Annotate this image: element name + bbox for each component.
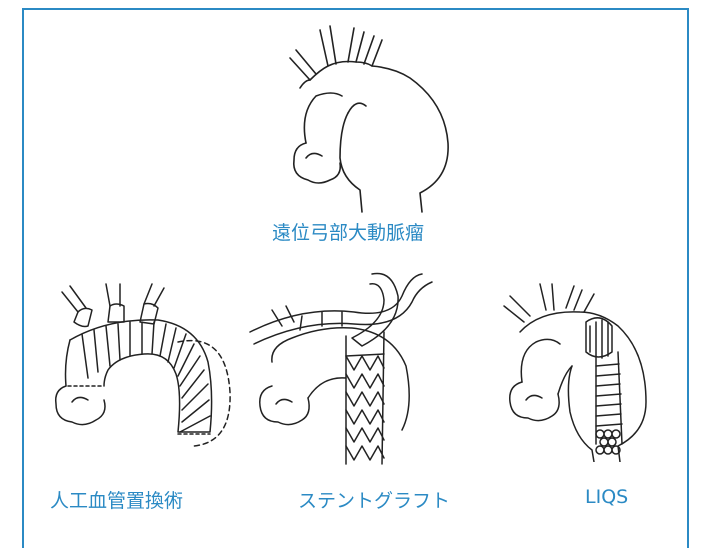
caption-graft-replacement: 人工血管置換術 <box>50 486 183 513</box>
graft-replacement-diagram <box>48 282 238 462</box>
caption-stent-graft: ステントグラフト <box>298 486 450 513</box>
caption-aneurysm: 遠位弓部大動脈瘤 <box>272 218 424 245</box>
liqs-diagram <box>500 282 650 462</box>
aneurysm-diagram <box>270 18 460 213</box>
caption-liqs: LIQS <box>585 486 628 508</box>
stent-graft-diagram <box>242 266 447 466</box>
